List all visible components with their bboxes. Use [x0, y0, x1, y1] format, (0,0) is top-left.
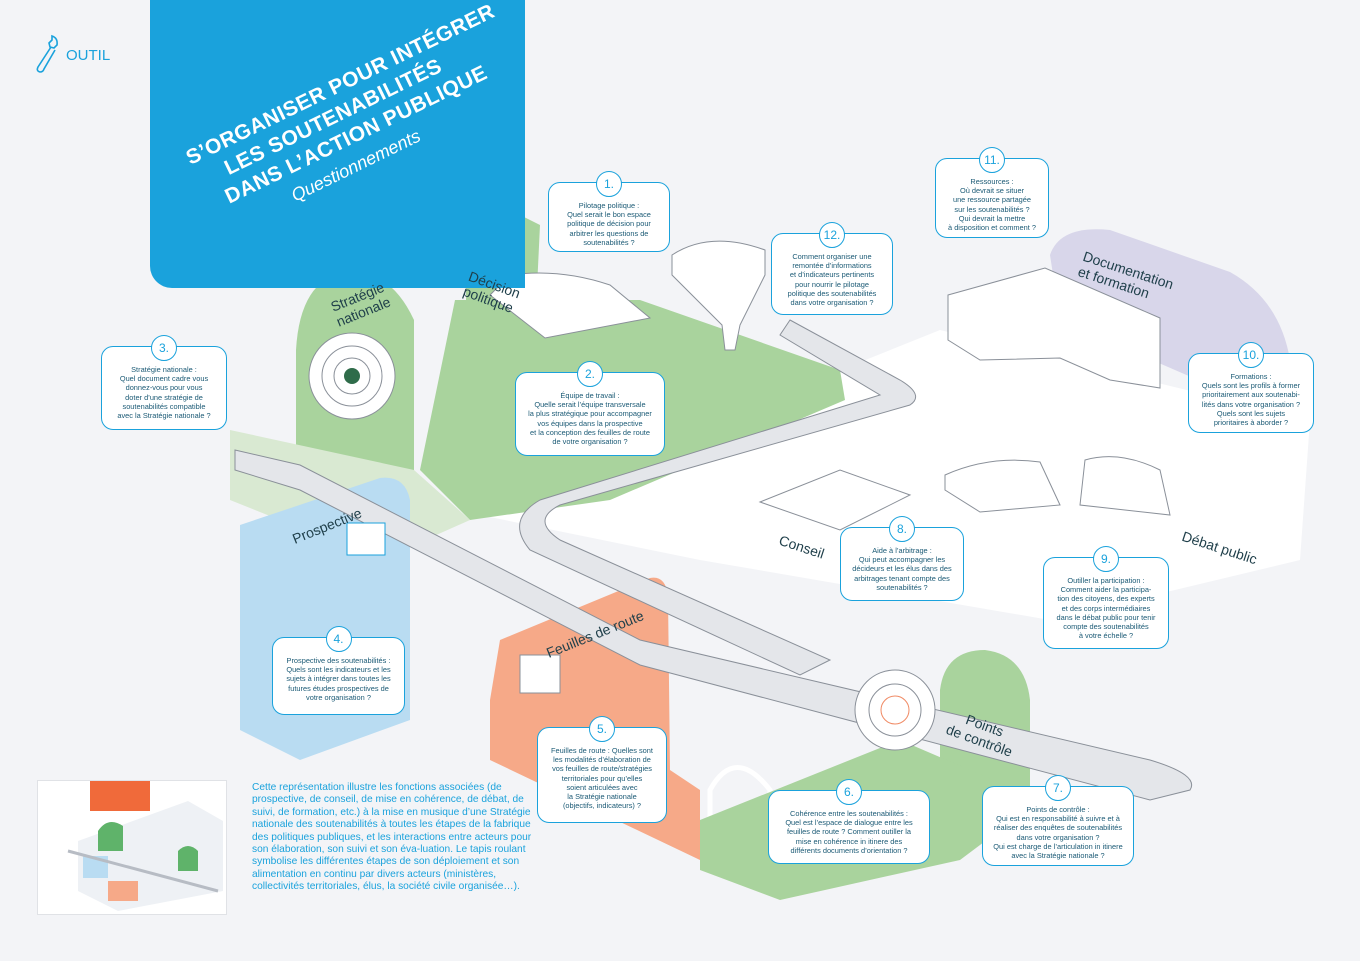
poster-thumbnail — [38, 781, 226, 914]
question-box-1: 1. Pilotage politique : Quel serait le b… — [548, 171, 670, 252]
question-number: 7. — [1045, 775, 1071, 801]
amphitheatre-right — [1079, 456, 1171, 516]
question-box-8: 8. Aide à l’arbitrage : Qui peut accompa… — [840, 516, 964, 601]
question-number: 3. — [151, 335, 177, 361]
question-number: 9. — [1093, 546, 1119, 572]
decision-table — [489, 272, 652, 339]
question-number: 5. — [589, 716, 615, 742]
question-number: 12. — [819, 222, 845, 248]
question-number: 4. — [325, 626, 352, 652]
question-box-12: 12. Comment organiser une remontée d’inf… — [771, 222, 893, 315]
conseil-table — [758, 469, 912, 531]
question-box-6: 6. Cohérence entre les soutenabilités : … — [768, 779, 930, 864]
target-points — [854, 669, 936, 751]
question-box-4: 4. Prospective des soutenabilités : Quel… — [272, 626, 405, 715]
target-strategie — [308, 332, 396, 420]
question-number: 6. — [836, 779, 862, 805]
wrench-icon — [36, 34, 58, 73]
question-number: 8. — [889, 516, 915, 542]
arch — [707, 765, 773, 850]
amphitheatre-left — [944, 459, 1061, 513]
tool-label: OUTIL — [34, 34, 110, 76]
conveyor-belt-2 — [519, 319, 917, 676]
screen-prospective — [346, 522, 386, 556]
question-text: Cohérence entre les soutenabilités : Que… — [785, 809, 913, 855]
question-text: Pilotage politique : Quel serait le bon … — [567, 201, 651, 247]
question-box-10: 10. Formations : Quels sont les profils … — [1188, 342, 1314, 433]
question-text: Points de contrôle : Qui est en responsa… — [993, 805, 1123, 861]
question-box-9: 9. Outiller la participation : Comment a… — [1043, 546, 1169, 649]
thumbnail-image — [38, 781, 226, 914]
screen-feuilles — [519, 654, 561, 694]
question-text: Équipe de travail : Quelle serait l’équi… — [528, 391, 652, 447]
description-text: Cette représentation illustre les foncti… — [252, 782, 532, 893]
question-box-11: 11. Ressources : Où devrait se situer un… — [935, 147, 1049, 238]
question-number: 1. — [596, 171, 622, 197]
question-text: Stratégie nationale : Quel document cadr… — [117, 365, 211, 421]
question-text: Ressources : Où devrait se situer une re… — [948, 177, 1036, 233]
question-text: Feuilles de route : Quelles sont les mod… — [551, 746, 653, 811]
question-number: 2. — [577, 361, 603, 387]
title-block — [150, 0, 525, 288]
question-box-3: 3. Stratégie nationale : Quel document c… — [101, 335, 227, 430]
tool-text: OUTIL — [66, 46, 111, 64]
question-box-2: 2. Équipe de travail : Quelle serait l’é… — [515, 361, 665, 456]
question-number: 11. — [979, 147, 1005, 173]
funnel — [671, 240, 766, 351]
conveyor-belt — [234, 449, 1193, 801]
question-box-5: 5. Feuilles de route : Quelles sont les … — [537, 716, 667, 823]
shelves — [947, 267, 1161, 389]
question-text: Prospective des soutenabilités : Quels s… — [286, 656, 391, 702]
question-text: Aide à l’arbitrage : Qui peut accompagne… — [852, 546, 952, 592]
question-text: Formations : Quels sont les profils à fo… — [1201, 372, 1301, 428]
question-text: Comment organiser une remontée d’informa… — [787, 252, 877, 308]
question-number: 10. — [1238, 342, 1264, 368]
question-box-7: 7. Points de contrôle : Qui est en respo… — [982, 775, 1134, 866]
question-text: Outiller la participation : Comment aide… — [1056, 576, 1156, 641]
